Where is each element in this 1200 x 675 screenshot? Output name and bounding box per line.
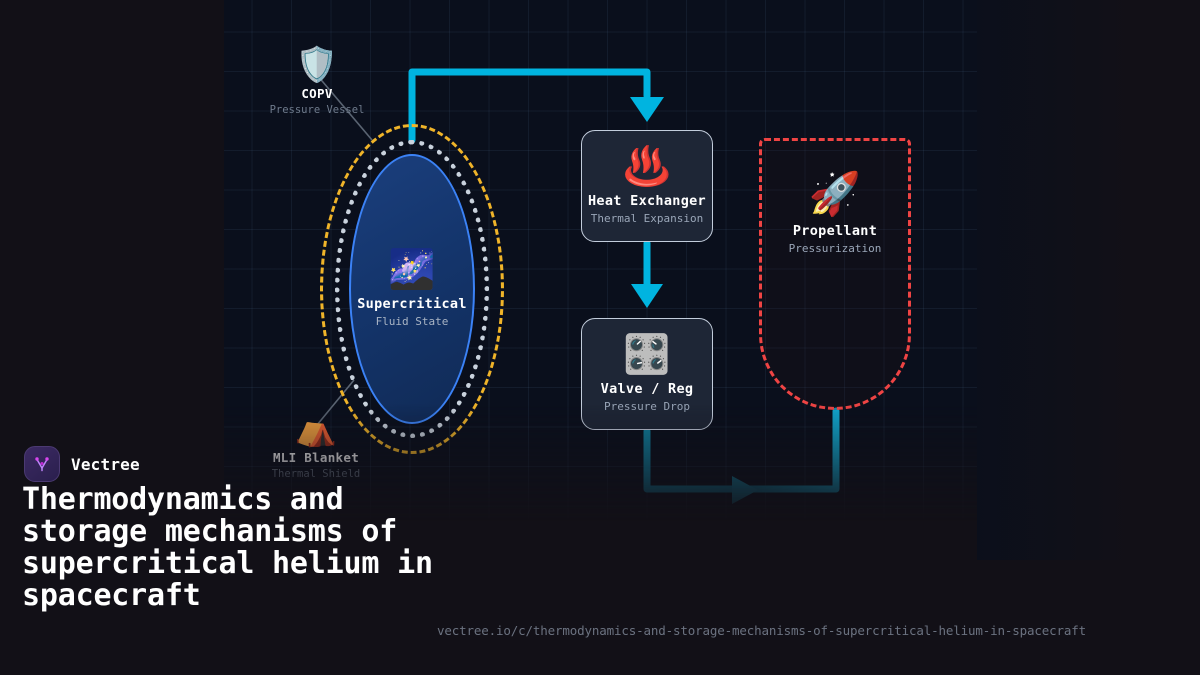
annotation-subtitle: Thermal Shield (271, 468, 361, 480)
node-subtitle: Pressure Drop (603, 400, 691, 413)
leader-line-copv (316, 74, 373, 141)
page-title: Thermodynamics and storage mechanisms of… (22, 482, 433, 614)
diagram-canvas: 🌌 Supercritical Fluid State ♨️ Heat Exch… (224, 0, 977, 560)
tank-outer-ring (320, 124, 504, 454)
annotation-mli-blanket[interactable]: ⛺ MLI Blanket Thermal Shield (241, 412, 391, 480)
hot-springs-icon: ♨️ (623, 144, 671, 188)
edge-tank-to-heat-exchanger (408, 68, 664, 144)
node-supercritical[interactable]: 🌌 Supercritical Fluid State (320, 124, 504, 454)
panel-right-fade (977, 0, 1200, 560)
tank-middle-ring (335, 140, 489, 438)
node-subtitle: Thermal Expansion (590, 212, 704, 225)
edge-valve-to-propellant (643, 407, 840, 504)
node-valve-regulator[interactable]: 🎛️ Valve / Reg Pressure Drop (581, 318, 713, 430)
node-title: Supercritical (357, 296, 467, 312)
rocket-icon: 🚀 (808, 169, 862, 218)
annotation-title: COPV (301, 86, 333, 101)
node-propellant-content: 🚀 Propellant Pressurization (762, 169, 908, 256)
control-knobs-icon: 🎛️ (623, 332, 671, 376)
node-heat-exchanger[interactable]: ♨️ Heat Exchanger Thermal Expansion (581, 130, 713, 242)
annotation-title: MLI Blanket (272, 450, 360, 465)
annotation-copv[interactable]: 🛡️ COPV Pressure Vessel (242, 48, 392, 116)
shield-icon: 🛡️ (295, 45, 339, 85)
tent-icon: ⛺ (294, 409, 338, 449)
node-title: Valve / Reg (600, 381, 694, 397)
edge-heat-exchanger-to-valve (631, 239, 663, 308)
footer-url: vectree.io/c/thermodynamics-and-storage-… (437, 623, 1087, 638)
node-subtitle: Pressurization (788, 242, 882, 255)
annotation-subtitle: Pressure Vessel (269, 104, 365, 116)
node-title: Propellant (792, 223, 878, 239)
brand-name: Vectree (71, 454, 140, 474)
node-title: Heat Exchanger (588, 193, 706, 209)
brand: Vectree (24, 446, 140, 482)
node-subtitle: Fluid State (375, 315, 449, 328)
milky-way-icon: 🌌 (388, 247, 436, 291)
edge-layer (316, 68, 840, 504)
node-propellant[interactable]: 🚀 Propellant Pressurization (759, 138, 911, 410)
tank-inner-body: 🌌 Supercritical Fluid State (349, 154, 475, 424)
vectree-logo-icon (24, 446, 60, 482)
